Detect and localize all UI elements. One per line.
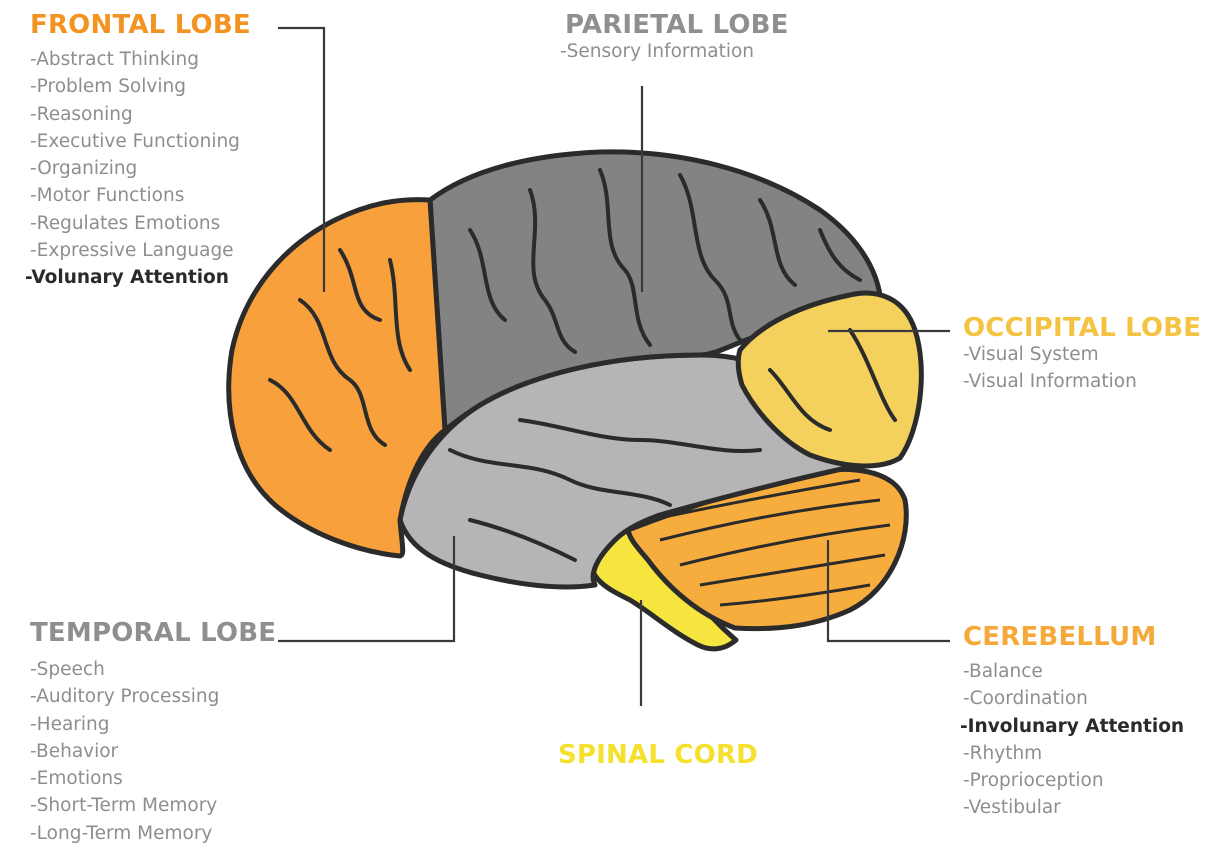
temporal-lobe-block: TEMPORAL LOBE -Speech -Auditory Processi… <box>30 618 276 847</box>
cerebellum-function-item: -Balance <box>963 658 1184 685</box>
occipital-function-item: -Visual System <box>963 341 1201 368</box>
cerebellum-function-item: -Rhythm <box>963 740 1184 767</box>
cerebellum-emphasis-item: -Involunary Attention <box>960 713 1184 740</box>
frontal-function-item: -Expressive Language <box>30 237 251 264</box>
spinal-cord-title: SPINAL CORD <box>558 740 758 770</box>
frontal-function-item: -Motor Functions <box>30 182 251 209</box>
parietal-lobe-block: PARIETAL LOBE -Sensory Information <box>560 10 789 65</box>
cerebellum-block: CEREBELLUM -Balance -Coordination -Invol… <box>963 622 1184 822</box>
occipital-lobe-title: OCCIPITAL LOBE <box>963 313 1201 343</box>
temporal-lobe-functions: -Speech -Auditory Processing -Hearing -B… <box>30 656 276 847</box>
frontal-function-item: -Regulates Emotions <box>30 210 251 237</box>
cerebellum-function-item: -Coordination <box>963 685 1184 712</box>
frontal-function-item: -Reasoning <box>30 101 251 128</box>
frontal-emphasis-item: -Volunary Attention <box>25 264 251 291</box>
temporal-function-item: -Short-Term Memory <box>30 792 276 819</box>
cerebellum-title: CEREBELLUM <box>963 622 1184 652</box>
cerebellum-functions: -Balance -Coordination -Involunary Atten… <box>963 658 1184 822</box>
occipital-lobe-block: OCCIPITAL LOBE -Visual System -Visual In… <box>963 313 1201 396</box>
temporal-function-item: -Auditory Processing <box>30 683 276 710</box>
spinal-cord-block: SPINAL CORD <box>558 740 758 770</box>
temporal-function-item: -Emotions <box>30 765 276 792</box>
parietal-function-item: -Sensory Information <box>560 38 789 65</box>
cerebellum-function-item: -Proprioception <box>963 767 1184 794</box>
parietal-lobe-title: PARIETAL LOBE <box>565 10 789 40</box>
frontal-function-item: -Organizing <box>30 155 251 182</box>
frontal-lobe-block: FRONTAL LOBE -Abstract Thinking -Problem… <box>30 10 251 292</box>
temporal-function-item: -Long-Term Memory <box>30 820 276 847</box>
frontal-function-item: -Executive Functioning <box>30 128 251 155</box>
frontal-function-item: -Abstract Thinking <box>30 46 251 73</box>
frontal-lobe-title: FRONTAL LOBE <box>30 10 251 40</box>
temporal-function-item: -Speech <box>30 656 276 683</box>
occipital-function-item: -Visual Information <box>963 368 1201 395</box>
frontal-lobe-functions: -Abstract Thinking -Problem Solving -Rea… <box>30 46 251 292</box>
cerebellum-function-item: -Vestibular <box>963 794 1184 821</box>
temporal-function-item: -Hearing <box>30 711 276 738</box>
temporal-function-item: -Behavior <box>30 738 276 765</box>
occipital-lobe-functions: -Visual System -Visual Information <box>963 341 1201 396</box>
temporal-lobe-title: TEMPORAL LOBE <box>30 618 276 648</box>
parietal-lobe-functions: -Sensory Information <box>560 38 789 65</box>
frontal-function-item: -Problem Solving <box>30 73 251 100</box>
